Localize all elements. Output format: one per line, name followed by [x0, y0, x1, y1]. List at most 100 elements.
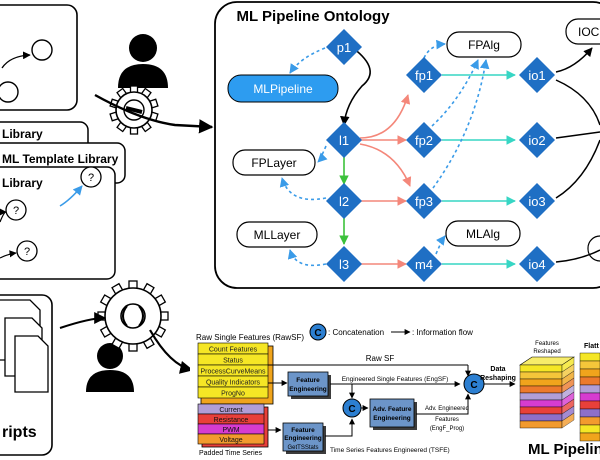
adv-feature-engineering-label-1: Adv. Feature: [373, 406, 412, 413]
raw-sf-row-4: [197, 386, 269, 399]
flatten-slice-1: [579, 360, 600, 370]
edge-io4-right: [555, 249, 600, 263]
node-m4-label: m4: [415, 257, 433, 272]
ts-fe-to-concat: [325, 418, 355, 437]
mlalg-class-label: MLAlg: [466, 227, 500, 241]
flatten-slice-5: [579, 392, 600, 402]
ontology-panel: [214, 1, 600, 289]
cube-front-slice-5: [519, 399, 563, 408]
feature-engineering-box: [287, 371, 329, 397]
ts-row-label-3: Voltage: [219, 437, 242, 444]
node-io2-label: io2: [528, 133, 545, 148]
cube-front-slice-3: [519, 385, 563, 394]
library-arrow-2: [0, 250, 17, 259]
library-label-1: Library: [2, 127, 43, 141]
library-blue-arrow: [59, 185, 83, 207]
concat-node-right-label: C: [470, 380, 477, 391]
raw-single-features-title: Raw Single Features (RawSF): [196, 333, 304, 342]
gear-icon-top: [109, 85, 159, 135]
edge-fp1-fpalg: [423, 39, 446, 59]
feature-engineering-label-1: Feature: [296, 377, 320, 384]
flatten-slice-2: [579, 368, 600, 378]
flatten-slice-4: [579, 384, 600, 394]
concat-legend-icon: [309, 323, 327, 341]
node-fp3-label: fp3: [415, 194, 433, 209]
flatten-slice-9: [579, 424, 600, 434]
question-node-1: [80, 166, 102, 188]
node-m4: m4: [406, 246, 442, 282]
adv-engineered-label-2: Features: [435, 417, 459, 423]
cube-front-slice-0: [519, 364, 563, 373]
flatten-slice-10: [579, 432, 600, 442]
edge-l1-fp3: [359, 143, 412, 187]
ontology-edges: [279, 39, 600, 269]
cube-front-slice-8: [519, 420, 563, 429]
node-io1: io1: [519, 57, 555, 93]
ts-row-3: [197, 433, 265, 445]
node-io4: io4: [519, 246, 555, 282]
scripts-label: ripts: [2, 424, 37, 441]
node-io2: io2: [519, 122, 555, 158]
edge-io1-ioc: [555, 47, 593, 73]
flatten-slice-6: [579, 400, 600, 410]
edge-io3-right: [555, 139, 600, 199]
tsfe-label: Time Series Features Engineered (TSFE): [330, 447, 450, 454]
question-mark-1: ?: [88, 172, 94, 184]
ts-feature-engineering-label-2: Engineering: [284, 435, 322, 442]
sketch-arrow-1: [94, 93, 214, 134]
adv-feature-engineering-box: [369, 398, 415, 428]
scripts-box: [0, 294, 53, 456]
cube-front-slice-7: [519, 413, 563, 422]
node-l1-label: l1: [339, 133, 349, 148]
node-fp2-label: fp2: [415, 133, 433, 148]
cube-front-slice-1: [519, 371, 563, 380]
ml-pipeline-caption: ML Pipelin: [528, 441, 600, 458]
mlpipeline-class-box: [227, 74, 339, 103]
ts-feature-engineering-box: [282, 422, 324, 452]
edge-io1-right: [555, 79, 600, 126]
question-mark-3: ?: [24, 246, 30, 258]
edge-io2-right: [555, 131, 600, 139]
flatten-slice-3: [579, 376, 600, 386]
edge-l3-mllayer: [287, 249, 327, 267]
feature-engineering-label-2: Engineering: [289, 386, 327, 393]
user-icon-bottom: [86, 343, 134, 392]
engsf-label: Engineered Single Features (EngSF): [342, 376, 449, 383]
node-io3-label: io3: [528, 194, 545, 209]
node-io4-label: io4: [528, 257, 545, 272]
node-l3: l3: [326, 246, 362, 282]
top-box-circle-2: [0, 81, 19, 103]
raw-sf-row-label-2: ProcessCurveMeans: [201, 369, 266, 376]
data-reshaping-label-2: Reshaping: [480, 375, 516, 382]
features-reshaped-label-1: Features: [535, 341, 559, 347]
library-arrow-1: [0, 208, 7, 223]
mlpipeline-class-label: MLPipeline: [253, 82, 313, 96]
flatten-label: Flatt: [584, 343, 599, 350]
ts-row-label-2: PWM: [222, 427, 239, 434]
question-mark-2: ?: [13, 205, 19, 217]
fplayer-class-label: FPLayer: [251, 156, 296, 170]
raw-sf-label: Raw SF: [366, 354, 395, 363]
cube-front-slice-2: [519, 378, 563, 387]
concat-node-middle-label: C: [348, 404, 355, 415]
top-box-circle-1: [31, 39, 53, 61]
user-icon-top: [118, 34, 168, 88]
fplayer-class-box: [232, 149, 316, 176]
top-box-arrow: [1, 51, 31, 69]
cube-front-slice-4: [519, 392, 563, 401]
question-node-3: [16, 240, 38, 262]
node-l1: l1: [326, 122, 362, 158]
mllayer-class-label: MLLayer: [254, 228, 301, 242]
scripts-documents: [0, 299, 49, 393]
ioc-class-label: IOC: [578, 25, 600, 39]
ontology-title: ML Pipeline Ontology: [236, 8, 390, 25]
ioc-class-box: [565, 18, 600, 45]
edge-fp2-fpalg: [431, 59, 479, 127]
node-p1: p1: [326, 29, 362, 65]
edge-p1-mlpipeline: [289, 47, 326, 74]
edge-l1-fp1: [359, 94, 411, 139]
ts-row-label-0: Current: [219, 407, 242, 414]
raw-sf-stack: Count FeaturesStatusProcessCurveMeansQua…: [197, 342, 269, 399]
